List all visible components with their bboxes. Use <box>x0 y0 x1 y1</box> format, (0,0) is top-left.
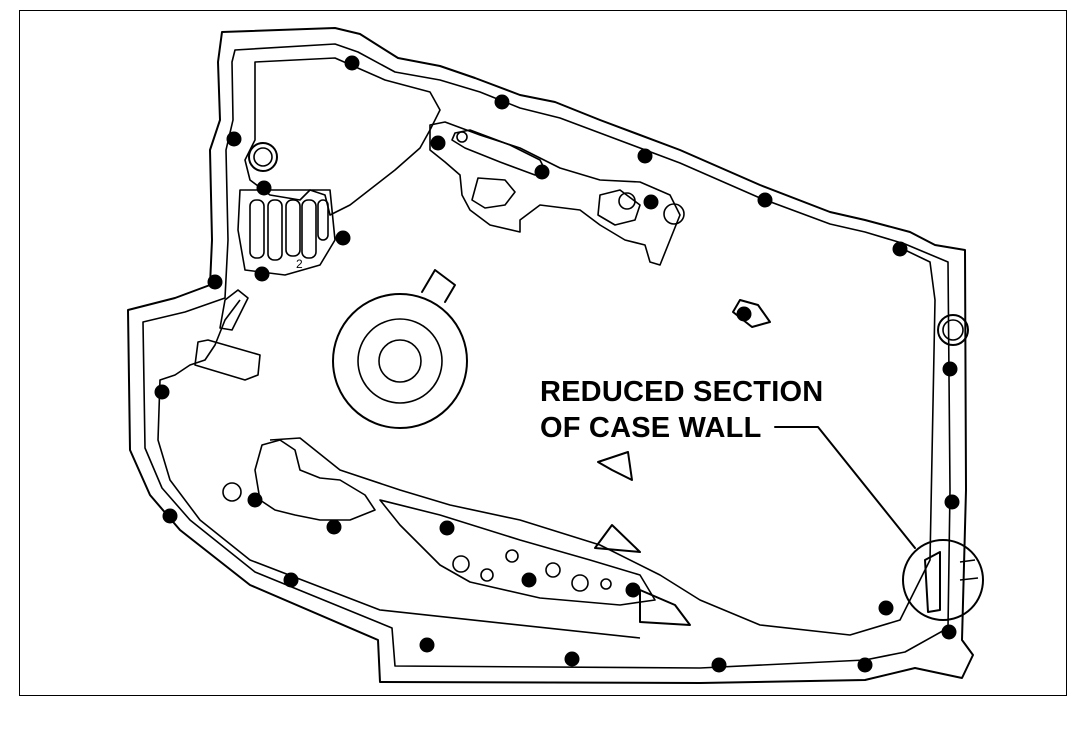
lower-port-1 <box>222 482 242 502</box>
case-outer-outline <box>127 27 974 684</box>
bolt-hole <box>254 266 270 282</box>
upper-port-2 <box>663 203 685 225</box>
reduced-section-wall <box>924 551 941 613</box>
center-tab <box>597 451 633 481</box>
left-top-ring-inner <box>253 147 273 167</box>
valve-slot-3 <box>285 199 301 257</box>
bolt-hole <box>757 192 773 208</box>
right-ring <box>937 314 969 346</box>
bolt-hole <box>247 492 263 508</box>
valve-slot-2 <box>267 199 283 261</box>
upper-slot-1 <box>451 129 546 176</box>
bolt-hole <box>326 519 342 535</box>
right-ring-inner <box>942 319 964 341</box>
callout-leader-line <box>774 426 916 549</box>
bolt-hole <box>736 306 752 322</box>
bolt-hole <box>857 657 873 673</box>
left-slot-rect <box>194 339 261 381</box>
lower-port-6 <box>571 574 589 592</box>
lower-port-7 <box>600 578 612 590</box>
valve-slot-housing <box>237 189 336 276</box>
bolt-holes <box>154 55 960 673</box>
upper-valve-passage <box>429 121 681 266</box>
bolt-hole <box>892 241 908 257</box>
bolt-hole <box>643 194 659 210</box>
bolt-hole <box>226 131 242 147</box>
channel-wall-2 <box>157 299 641 639</box>
center-hub-outer <box>332 293 468 429</box>
bolt-hole <box>637 148 653 164</box>
lower-valve-body <box>254 439 376 521</box>
bolt-hole <box>430 135 446 151</box>
valve-slot-4 <box>301 199 317 259</box>
bolt-hole <box>534 164 550 180</box>
bolt-hole <box>162 508 178 524</box>
center-hub-inner <box>378 339 422 383</box>
part-number-label: 2 <box>296 257 303 271</box>
bolt-hole <box>207 274 223 290</box>
bolt-hole <box>521 572 537 588</box>
hub-tab <box>421 269 456 303</box>
valve-slot-1 <box>249 199 265 259</box>
lower-valve-passage <box>379 499 656 606</box>
upper-port-1 <box>618 192 636 210</box>
left-slot-diag <box>219 289 249 331</box>
bolt-hole <box>494 94 510 110</box>
lower-channel-wall <box>269 249 936 636</box>
right-boss <box>732 299 771 328</box>
lower-port-4 <box>505 549 519 563</box>
lower-port-3 <box>480 568 494 582</box>
lower-wedge <box>639 589 691 626</box>
callout-label-line1: REDUCED SECTION <box>540 376 823 408</box>
reduced-section-notch <box>959 559 979 581</box>
bolt-hole <box>941 624 957 640</box>
valve-slot-5 <box>317 199 329 241</box>
bolt-hole <box>942 361 958 377</box>
bolt-hole <box>564 651 580 667</box>
center-hub-mid <box>357 318 443 404</box>
lower-triangle-tab <box>594 524 641 553</box>
bolt-hole <box>944 494 960 510</box>
diagram-frame <box>19 10 1067 696</box>
lower-port-5 <box>545 562 561 578</box>
bolt-hole <box>419 637 435 653</box>
lower-port-2 <box>452 555 470 573</box>
left-top-ring <box>248 142 278 172</box>
callout-label-line2: OF CASE WALL <box>540 412 762 444</box>
bolt-hole <box>335 230 351 246</box>
bolt-hole <box>878 600 894 616</box>
bolt-hole <box>256 180 272 196</box>
bolt-hole <box>283 572 299 588</box>
bolt-hole <box>625 582 641 598</box>
upper-port-3 <box>456 131 468 143</box>
bolt-hole <box>344 55 360 71</box>
reduced-section-circle <box>902 539 984 621</box>
upper-slot-2 <box>471 177 516 209</box>
bolt-hole <box>711 657 727 673</box>
bolt-hole <box>439 520 455 536</box>
upper-slot-3 <box>597 189 641 226</box>
inner-channel-wall <box>244 57 441 216</box>
case-inner-outline <box>142 43 951 669</box>
bolt-hole <box>154 384 170 400</box>
